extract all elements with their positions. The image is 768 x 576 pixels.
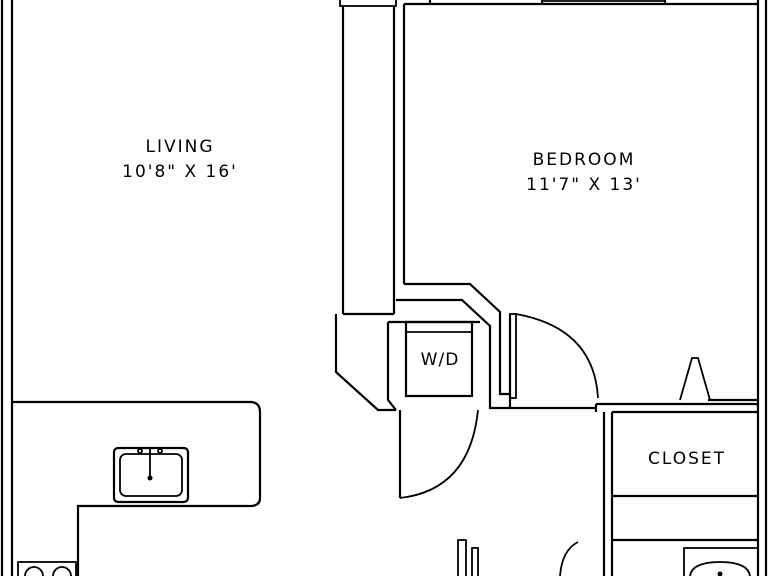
bathroom-sink bbox=[683, 547, 759, 576]
living-bedroom-partition bbox=[341, 4, 406, 316]
wd-closet-walls bbox=[334, 314, 480, 498]
bathroom-door bbox=[457, 539, 579, 576]
living-room-dims: 10'8" X 16' bbox=[122, 162, 238, 182]
stove bbox=[17, 561, 77, 576]
kitchen-sink bbox=[112, 446, 190, 504]
bedroom-dims: 11'7" X 13' bbox=[526, 175, 642, 195]
closet-bifold-door bbox=[679, 357, 711, 401]
wd-label: W/D bbox=[421, 350, 460, 370]
top-windows bbox=[339, 0, 758, 7]
bedroom-name: BEDROOM bbox=[533, 150, 636, 170]
wd-door-swing bbox=[399, 409, 479, 499]
living-room-name: LIVING bbox=[145, 137, 214, 157]
closet-label: CLOSET bbox=[648, 449, 726, 469]
washer-dryer-unit bbox=[404, 320, 474, 398]
bedroom-lower-wall bbox=[396, 282, 596, 410]
bedroom-closet-walls bbox=[594, 398, 758, 576]
kitchen-counter bbox=[12, 400, 262, 576]
bedroom-door bbox=[509, 313, 599, 399]
